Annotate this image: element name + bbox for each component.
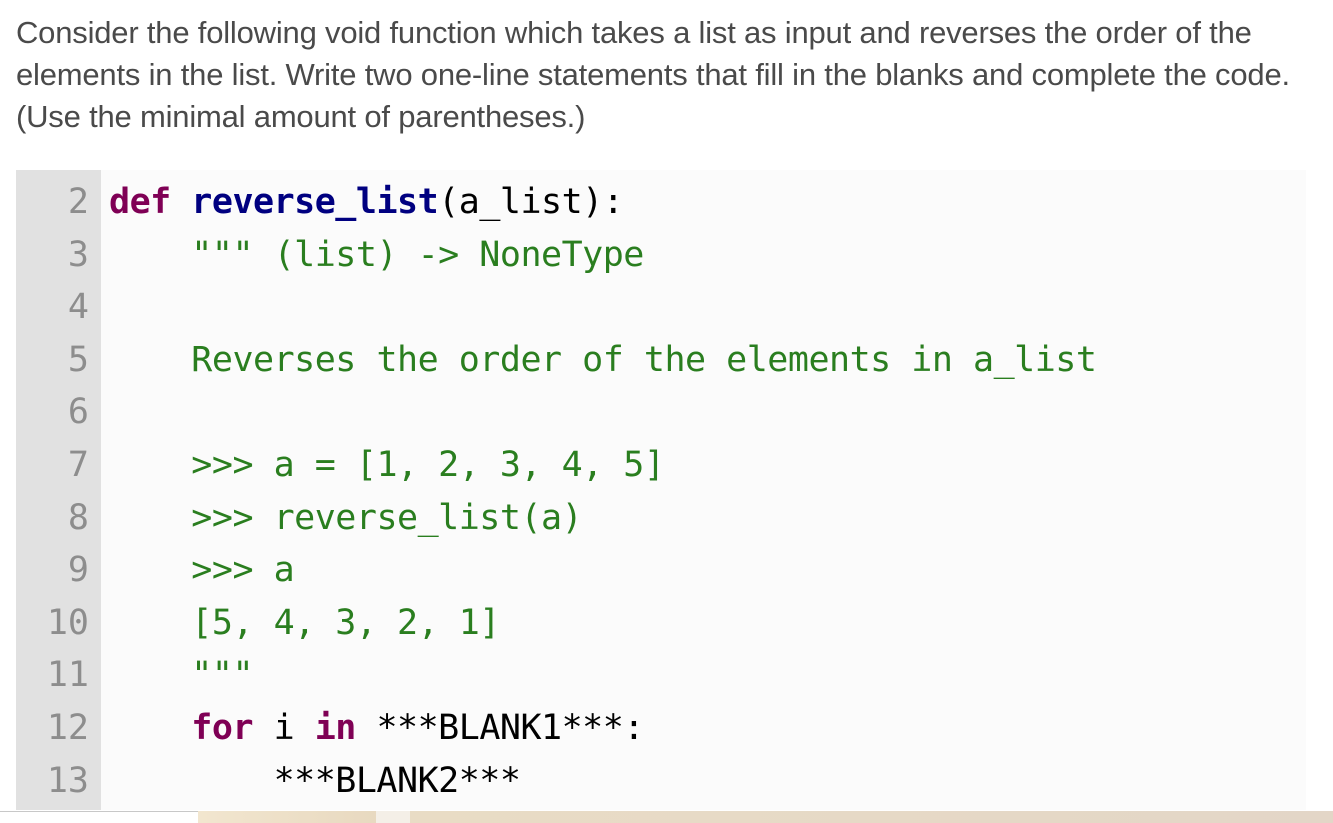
strip-segment [410,811,1333,823]
docstring-text: """ (list) -> NoneType [191,234,644,275]
code-line-docstring-end: """ [109,649,1306,702]
line-number-gutter: 2 3 4 5 6 7 8 9 10 11 12 13 [16,170,101,810]
line-number: 10 [46,602,89,643]
loop-variable: i [253,707,315,748]
line-number: 4 [67,287,89,328]
line-number: 8 [67,497,89,538]
indent [109,603,191,643]
space [171,182,192,222]
line-number: 6 [67,392,89,433]
indent [109,235,191,275]
indent [109,761,274,801]
line-number: 13 [46,760,89,801]
line-number: 5 [67,339,89,380]
indent [109,708,191,748]
line-number: 12 [46,707,89,748]
code-line-doctest: >>> a [109,544,1306,597]
question-prompt: Consider the following void function whi… [16,12,1326,138]
line-number: 9 [67,550,89,591]
bottom-background-strip [0,811,1333,823]
docstring-text: >>> a = [1, 2, 3, 4, 5] [191,444,665,485]
code-line-docstring-start: """ (list) -> NoneType [109,229,1306,282]
keyword-in: in [314,707,357,748]
line-number: 11 [46,655,89,696]
strip-segment [376,811,410,823]
function-params: (a_list): [438,182,624,222]
code-block: 2 3 4 5 6 7 8 9 10 11 12 13 def reverse_… [16,170,1306,810]
code-line-loop-body: ***BLANK2*** [109,755,1306,808]
line-number: 3 [67,234,89,275]
indent [109,550,191,590]
strip-segment [0,811,198,823]
blank1-placeholder: ***BLANK1***: [355,707,644,748]
strip-segment [198,811,376,823]
code-line-blank [109,386,1306,439]
indent [109,445,191,485]
function-name: reverse_list [191,182,439,222]
code-line-doctest: >>> a = [1, 2, 3, 4, 5] [109,439,1306,492]
code-line-for-loop: for i in ***BLANK1***: [109,702,1306,755]
blank2-placeholder: ***BLANK2*** [273,760,521,801]
indent [109,340,191,380]
code-line-description: Reverses the order of the elements in a_… [109,334,1306,387]
line-number: 7 [67,444,89,485]
docstring-text: [5, 4, 3, 2, 1] [191,602,500,643]
code-line-doctest-result: [5, 4, 3, 2, 1] [109,597,1306,650]
docstring-text: """ [191,655,254,696]
docstring-text: >>> a [191,550,295,591]
indent [109,655,191,695]
code-line-blank [109,281,1306,334]
indent [109,498,191,538]
code-line-doctest: >>> reverse_list(a) [109,492,1306,545]
docstring-text: Reverses the order of the elements in a_… [191,339,1097,380]
code-content: def reverse_list(a_list): """ (list) -> … [101,170,1306,810]
code-line-def: def reverse_list(a_list): [109,176,1306,229]
docstring-text: >>> reverse_list(a) [191,497,583,538]
question-text: Consider the following void function whi… [16,15,1290,134]
keyword-def: def [109,182,171,222]
keyword-for: for [191,707,254,748]
line-number: 2 [67,182,89,222]
